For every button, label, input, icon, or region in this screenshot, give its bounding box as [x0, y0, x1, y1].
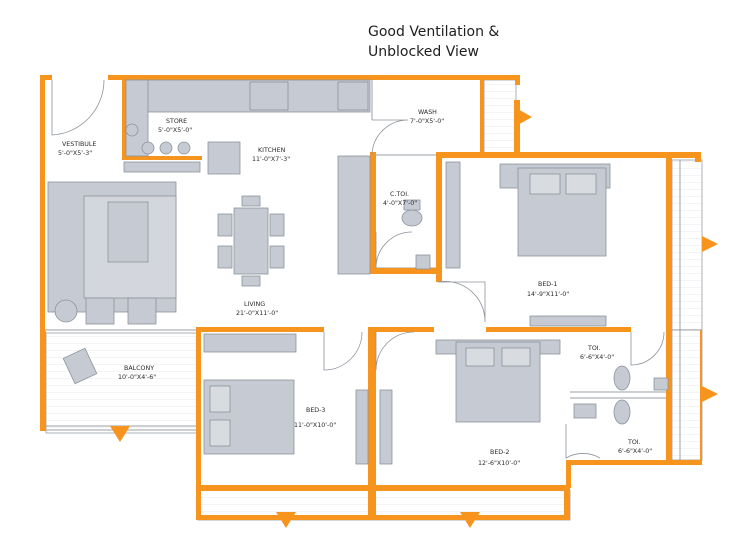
ctoi-name: C.TOI.	[390, 191, 409, 198]
toi2-name: TOI.	[627, 439, 641, 446]
header-line-1: Good Ventilation &	[368, 24, 500, 40]
room-labels: VESTIBULE 5'-0"X5'-3" STORE 5'-0"X5'-0" …	[58, 109, 652, 467]
vestibule-size: 5'-0"X5'-3"	[58, 150, 92, 157]
bed3-size: 11'-0"X10'-0"	[294, 422, 336, 429]
wash-size: 7'-0"X5'-0"	[410, 118, 444, 125]
bed1-name: BED-1	[538, 281, 557, 288]
wash-name: WASH	[418, 109, 437, 116]
bed3-name: BED-3	[306, 407, 325, 414]
bed2-size: 12'-6"X10'-0"	[478, 460, 520, 467]
bed2-name: BED-2	[490, 449, 509, 456]
view-arrow-icon	[110, 108, 718, 528]
exterior-walls	[40, 75, 702, 520]
toi1-name: TOI.	[587, 345, 601, 352]
store-size: 5'-0"X5'-0"	[158, 127, 192, 134]
living-size: 21'-0"X11'-0"	[236, 310, 278, 317]
living-name: LIVING	[244, 301, 265, 308]
bed1-size: 14'-9"X11'-0"	[527, 291, 569, 298]
balcony-size: 10'-0"X4'-6"	[118, 374, 156, 381]
doors	[51, 79, 665, 459]
toi2-size: 6'-6"X4'-0"	[618, 448, 652, 455]
balcony-decks	[45, 79, 703, 521]
header-line-2: Unblocked View	[368, 44, 479, 60]
vestibule-name: VESTIBULE	[62, 141, 96, 148]
store-name: STORE	[166, 118, 187, 125]
balcony-name: BALCONY	[124, 365, 154, 372]
furniture	[47, 79, 669, 465]
kitchen-name: KITCHEN	[258, 147, 286, 154]
ctoi-size: 4'-0"X7'-0"	[383, 200, 417, 207]
toi1-size: 6'-6"X4'-0"	[580, 354, 614, 361]
kitchen-size: 11'-0"X7'-3"	[252, 156, 290, 163]
